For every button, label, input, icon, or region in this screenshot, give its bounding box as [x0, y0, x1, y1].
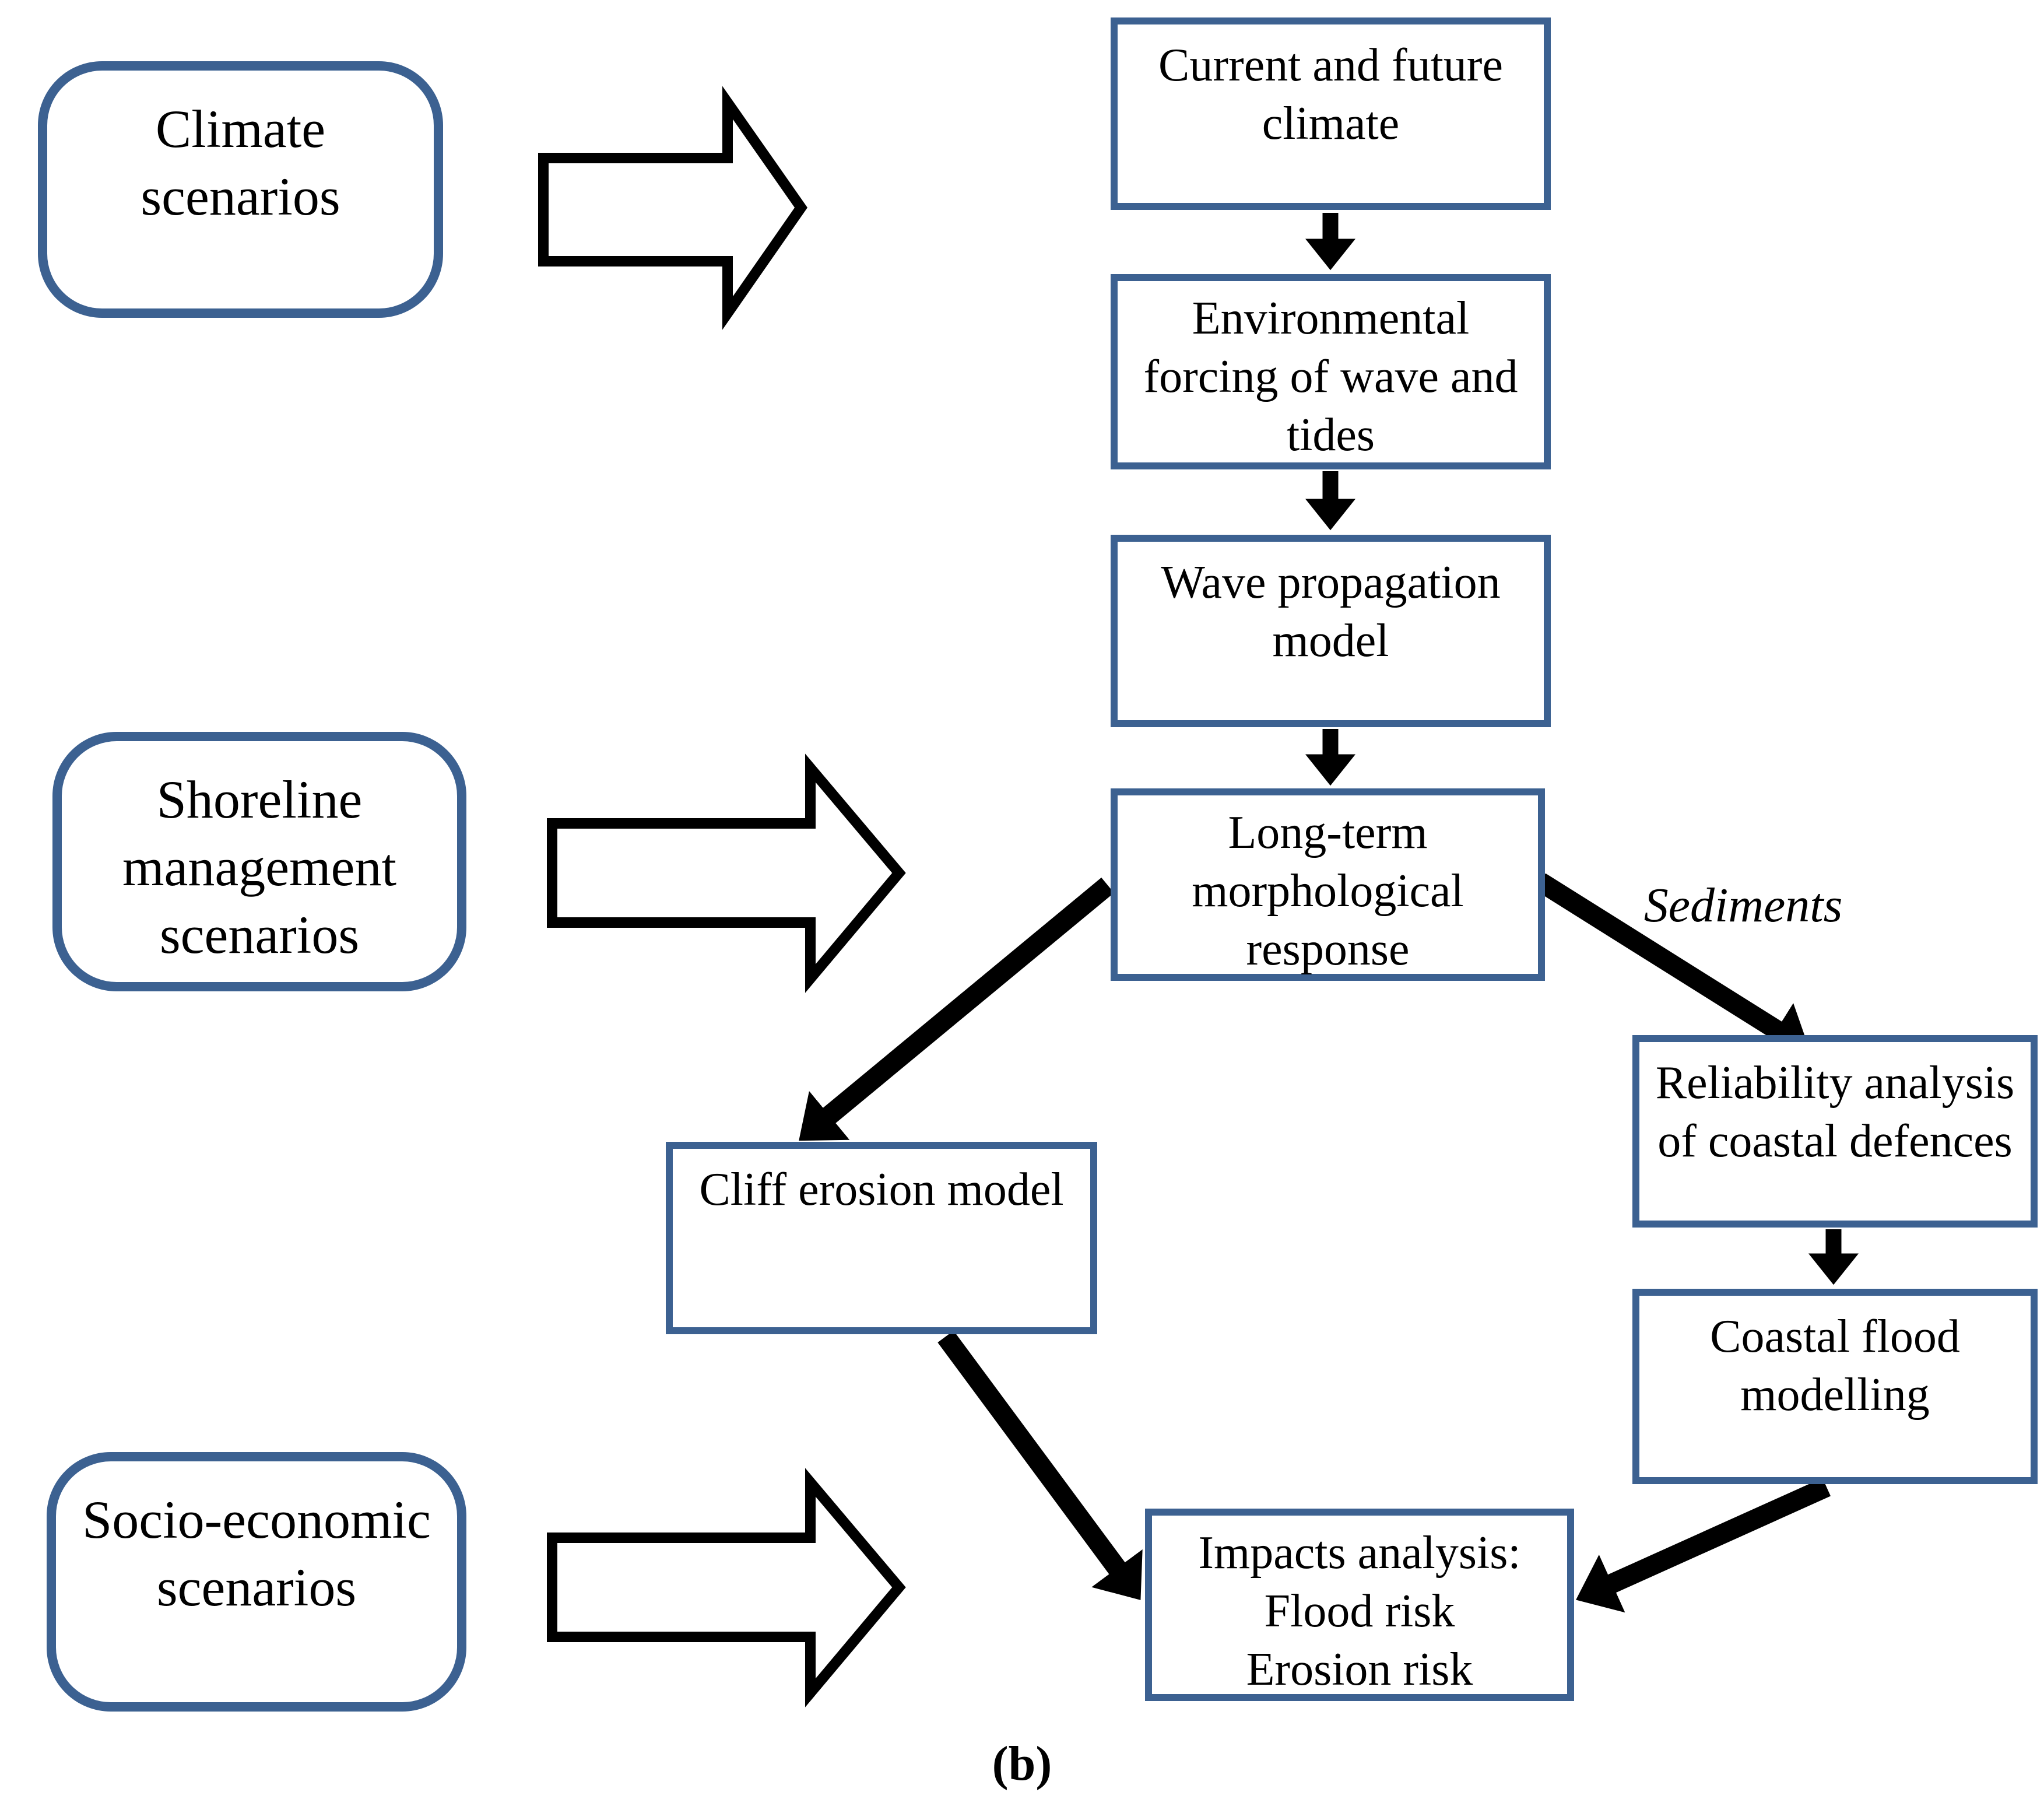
node-shoreline-management-scenarios: Shoreline management scenarios [52, 732, 466, 991]
node-reliability-analysis: Reliability analysis of coastal defences [1632, 1035, 2038, 1228]
node-environmental-forcing-label: Environmental forcing of wave and tides [1143, 293, 1518, 461]
arrow-cliff-to-impacts [937, 1330, 1143, 1600]
arrow-morphological-to-cliff [799, 877, 1114, 1141]
node-wave-propagation-model: Wave propagation model [1111, 535, 1551, 727]
block-arrow-shoreline [547, 753, 906, 993]
node-climate-scenarios: Climate scenarios [38, 61, 443, 318]
block-arrow-socio [547, 1468, 906, 1707]
node-impacts-analysis-label: Impacts analysis: Flood risk Erosion ris… [1198, 1527, 1521, 1695]
node-impacts-analysis: Impacts analysis: Flood risk Erosion ris… [1145, 1509, 1574, 1701]
node-reliability-analysis-label: Reliability analysis of coastal defences [1655, 1057, 2015, 1167]
arrow-morphological-to-reliability-sediments [1534, 873, 1810, 1057]
sediments-label: Sediments [1643, 878, 1843, 932]
node-cliff-erosion-model-label: Cliff erosion model [699, 1164, 1064, 1215]
node-current-and-future-climate-label: Current and future climate [1158, 40, 1503, 149]
node-wave-propagation-model-label: Wave propagation model [1161, 557, 1501, 667]
node-coastal-flood-modelling: Coastal flood modelling [1632, 1289, 2038, 1484]
node-shoreline-management-scenarios-label: Shoreline management scenarios [122, 770, 397, 965]
block-arrow-climate [538, 86, 807, 330]
node-socio-economic-scenarios-label: Socio-economic scenarios [82, 1490, 431, 1617]
node-long-term-morphological-response-label: Long-term morphological response [1192, 807, 1464, 975]
arrow-coastal-to-impacts [1576, 1478, 1831, 1613]
figure-caption: (b) [992, 1737, 1052, 1791]
node-environmental-forcing: Environmental forcing of wave and tides [1111, 274, 1551, 469]
node-cliff-erosion-model: Cliff erosion model [666, 1142, 1097, 1334]
node-climate-scenarios-label: Climate scenarios [141, 99, 340, 226]
node-socio-economic-scenarios: Socio-economic scenarios [47, 1452, 466, 1712]
node-long-term-morphological-response: Long-term morphological response [1111, 788, 1545, 981]
node-coastal-flood-modelling-label: Coastal flood modelling [1710, 1311, 1960, 1421]
node-current-and-future-climate: Current and future climate [1111, 17, 1551, 210]
